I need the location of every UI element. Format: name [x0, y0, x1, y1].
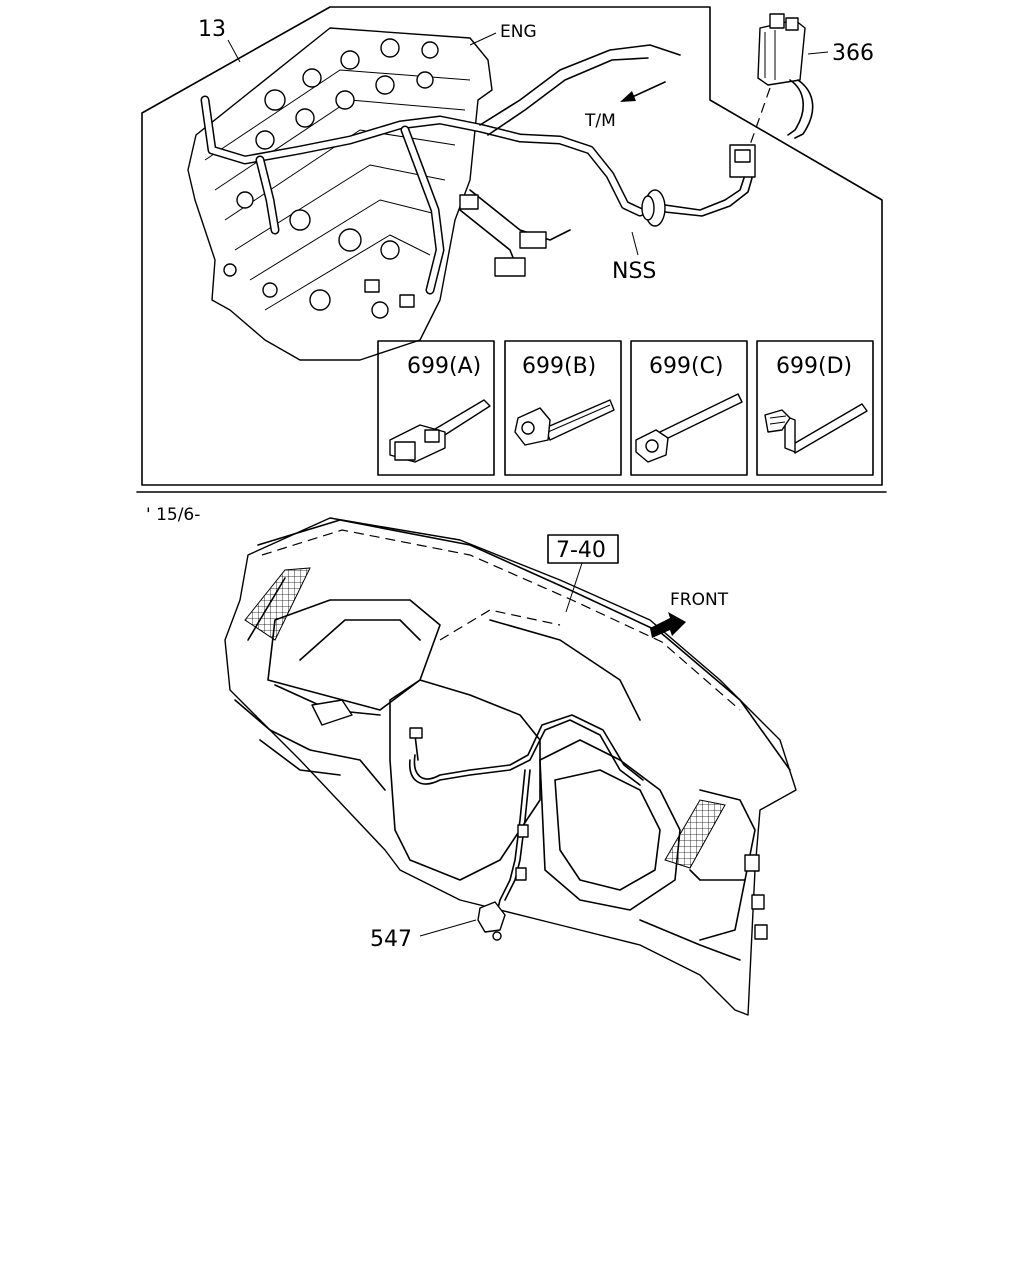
leader-eng: [469, 32, 497, 46]
callout-7-40: 7-40: [556, 538, 606, 563]
panel-callout-box: [547, 534, 619, 564]
clip-variant-d-label: 699(D): [776, 354, 852, 379]
front-indicator: FRONT: [650, 590, 729, 638]
clip-variant-d: 699(D): [756, 340, 874, 476]
engine-panel-frame: [141, 6, 883, 486]
connector-366: [749, 13, 814, 146]
dashboard-panel: 7-40 FRONT 547: [224, 517, 797, 1016]
clip-variant-b-label: 699(B): [522, 354, 596, 379]
callout-eng: ENG: [500, 22, 537, 42]
callout-tm: T/M: [584, 111, 616, 131]
front-label: FRONT: [670, 590, 729, 610]
dashboard-outline: [224, 517, 797, 1016]
clip-variant-a-label: 699(A): [407, 354, 481, 379]
engine-block: [187, 27, 681, 361]
clip-variant-c-label: 699(C): [649, 354, 724, 379]
callout-366: 366: [832, 41, 874, 66]
leader-7-40: [565, 562, 583, 613]
clip-variant-b: 699(B): [504, 340, 622, 476]
leader-13: [227, 39, 241, 63]
callout-nss: NSS: [612, 259, 656, 284]
connector-547: [477, 901, 506, 941]
panel-callout: 7-40: [547, 534, 619, 613]
leader-nss: [631, 231, 639, 256]
right-vent: [664, 799, 726, 869]
clip-variant-a: 699(A): [377, 340, 495, 476]
clip-variant-c: 699(C): [630, 340, 748, 476]
tm-direction-arrow: [620, 81, 666, 102]
engine-bolts: [223, 38, 439, 319]
left-vent: [244, 567, 311, 641]
callout-13: 13: [198, 17, 226, 42]
grommet-harness: [641, 144, 756, 227]
engine-panel: 13 ENG T/M 366 NSS 699(A) 699(B) 699(C): [141, 6, 883, 486]
date-note: ' 15/6-: [146, 505, 200, 525]
leader-547: [419, 919, 477, 937]
leader-366: [807, 51, 829, 55]
callout-547: 547: [370, 927, 412, 952]
front-arrow-icon: [650, 612, 686, 638]
